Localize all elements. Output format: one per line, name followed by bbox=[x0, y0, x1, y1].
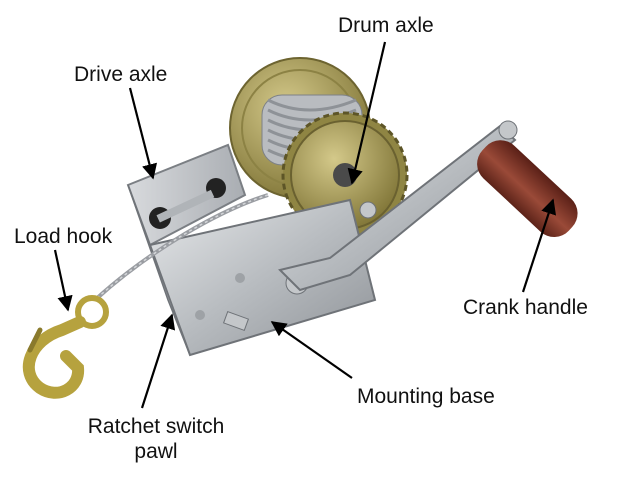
label-ratchet-pawl: Ratchet switch pawl bbox=[87, 415, 225, 463]
arrow-ratchet-pawl bbox=[140, 313, 176, 409]
label-mounting-base: Mounting base bbox=[357, 385, 495, 408]
arrow-drive-axle bbox=[128, 87, 158, 180]
arrow-load-hook bbox=[53, 249, 73, 312]
crank-arm bbox=[278, 120, 518, 292]
arrow-mounting-base bbox=[270, 321, 353, 379]
label-drive-axle: Drive axle bbox=[74, 63, 168, 86]
arrow-crank-handle bbox=[521, 198, 557, 293]
crank-handle-grip bbox=[477, 140, 578, 238]
load-hook bbox=[23, 295, 109, 399]
label-load-hook: Load hook bbox=[14, 225, 113, 248]
callout-arrows bbox=[53, 41, 557, 409]
axle-bushings bbox=[149, 178, 226, 229]
label-drum-axle: Drum axle bbox=[338, 14, 434, 37]
label-crank-handle: Crank handle bbox=[463, 296, 588, 319]
drive-gear bbox=[281, 111, 409, 239]
arrow-drum-axle bbox=[347, 41, 387, 185]
winch-cable bbox=[93, 193, 269, 302]
